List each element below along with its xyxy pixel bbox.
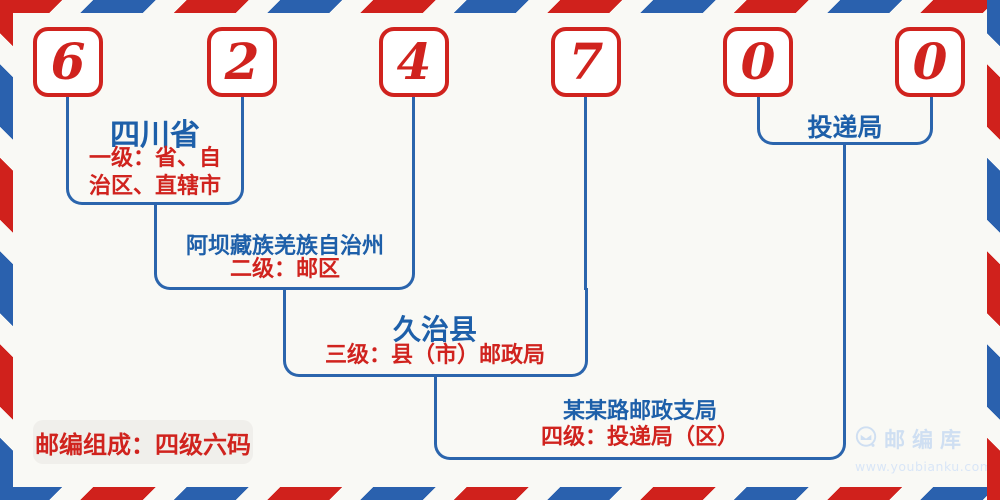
watermark-url: www.youbianku.com (855, 459, 993, 474)
level1-description: 一级：省、自 治区、直辖市 (35, 145, 275, 201)
bracket-level4 (434, 375, 846, 460)
level1-description-line2: 治区、直辖市 (88, 174, 221, 199)
digit-3: 4 (396, 32, 432, 91)
level1-region-name: 四川省 (110, 118, 200, 153)
digit-box-1: 6 (33, 27, 103, 97)
level4-description: 四级：投递局（区） (540, 425, 739, 450)
composition-badge: 邮编组成：四级六码 (33, 420, 253, 464)
level3-description: 三级：县（市）邮政局 (324, 343, 545, 368)
delivery-office-label: 投递局 (807, 113, 883, 142)
digit-box-2: 2 (207, 27, 277, 97)
envelope-icon (855, 425, 878, 453)
airmail-border-top (0, 0, 1000, 13)
digit-5: 0 (740, 32, 776, 91)
digit-box-6: 0 (895, 27, 965, 97)
composition-badge-text: 邮编组成：四级六码 (35, 430, 251, 459)
digit-box-4: 7 (551, 27, 621, 97)
level2-region-name: 阿坝藏族羌族自治州 (185, 233, 384, 259)
level4-region-name: 某某路邮政支局 (562, 398, 717, 424)
digit-box-5: 0 (723, 27, 793, 97)
watermark: 邮编库 www.youbianku.com (855, 424, 993, 474)
level2-description: 二级：邮区 (229, 257, 340, 282)
digit-box-3: 4 (379, 27, 449, 97)
stem-digit4-line (412, 96, 415, 206)
stem-delivery-drop-line (843, 143, 846, 377)
level1-description-line1: 一级：省、自 (88, 146, 221, 171)
digit-2: 2 (224, 32, 260, 91)
digit-1: 6 (50, 32, 86, 91)
digit-4: 7 (568, 32, 604, 91)
airmail-border-right (987, 0, 1000, 500)
stem-digit7-line (584, 96, 587, 290)
watermark-brand: 邮编库 (884, 428, 968, 452)
airmail-border-bottom (0, 487, 1000, 500)
airmail-border-left (0, 0, 13, 500)
level3-region-name: 久治县 (392, 313, 477, 346)
digit-6: 0 (912, 32, 948, 91)
